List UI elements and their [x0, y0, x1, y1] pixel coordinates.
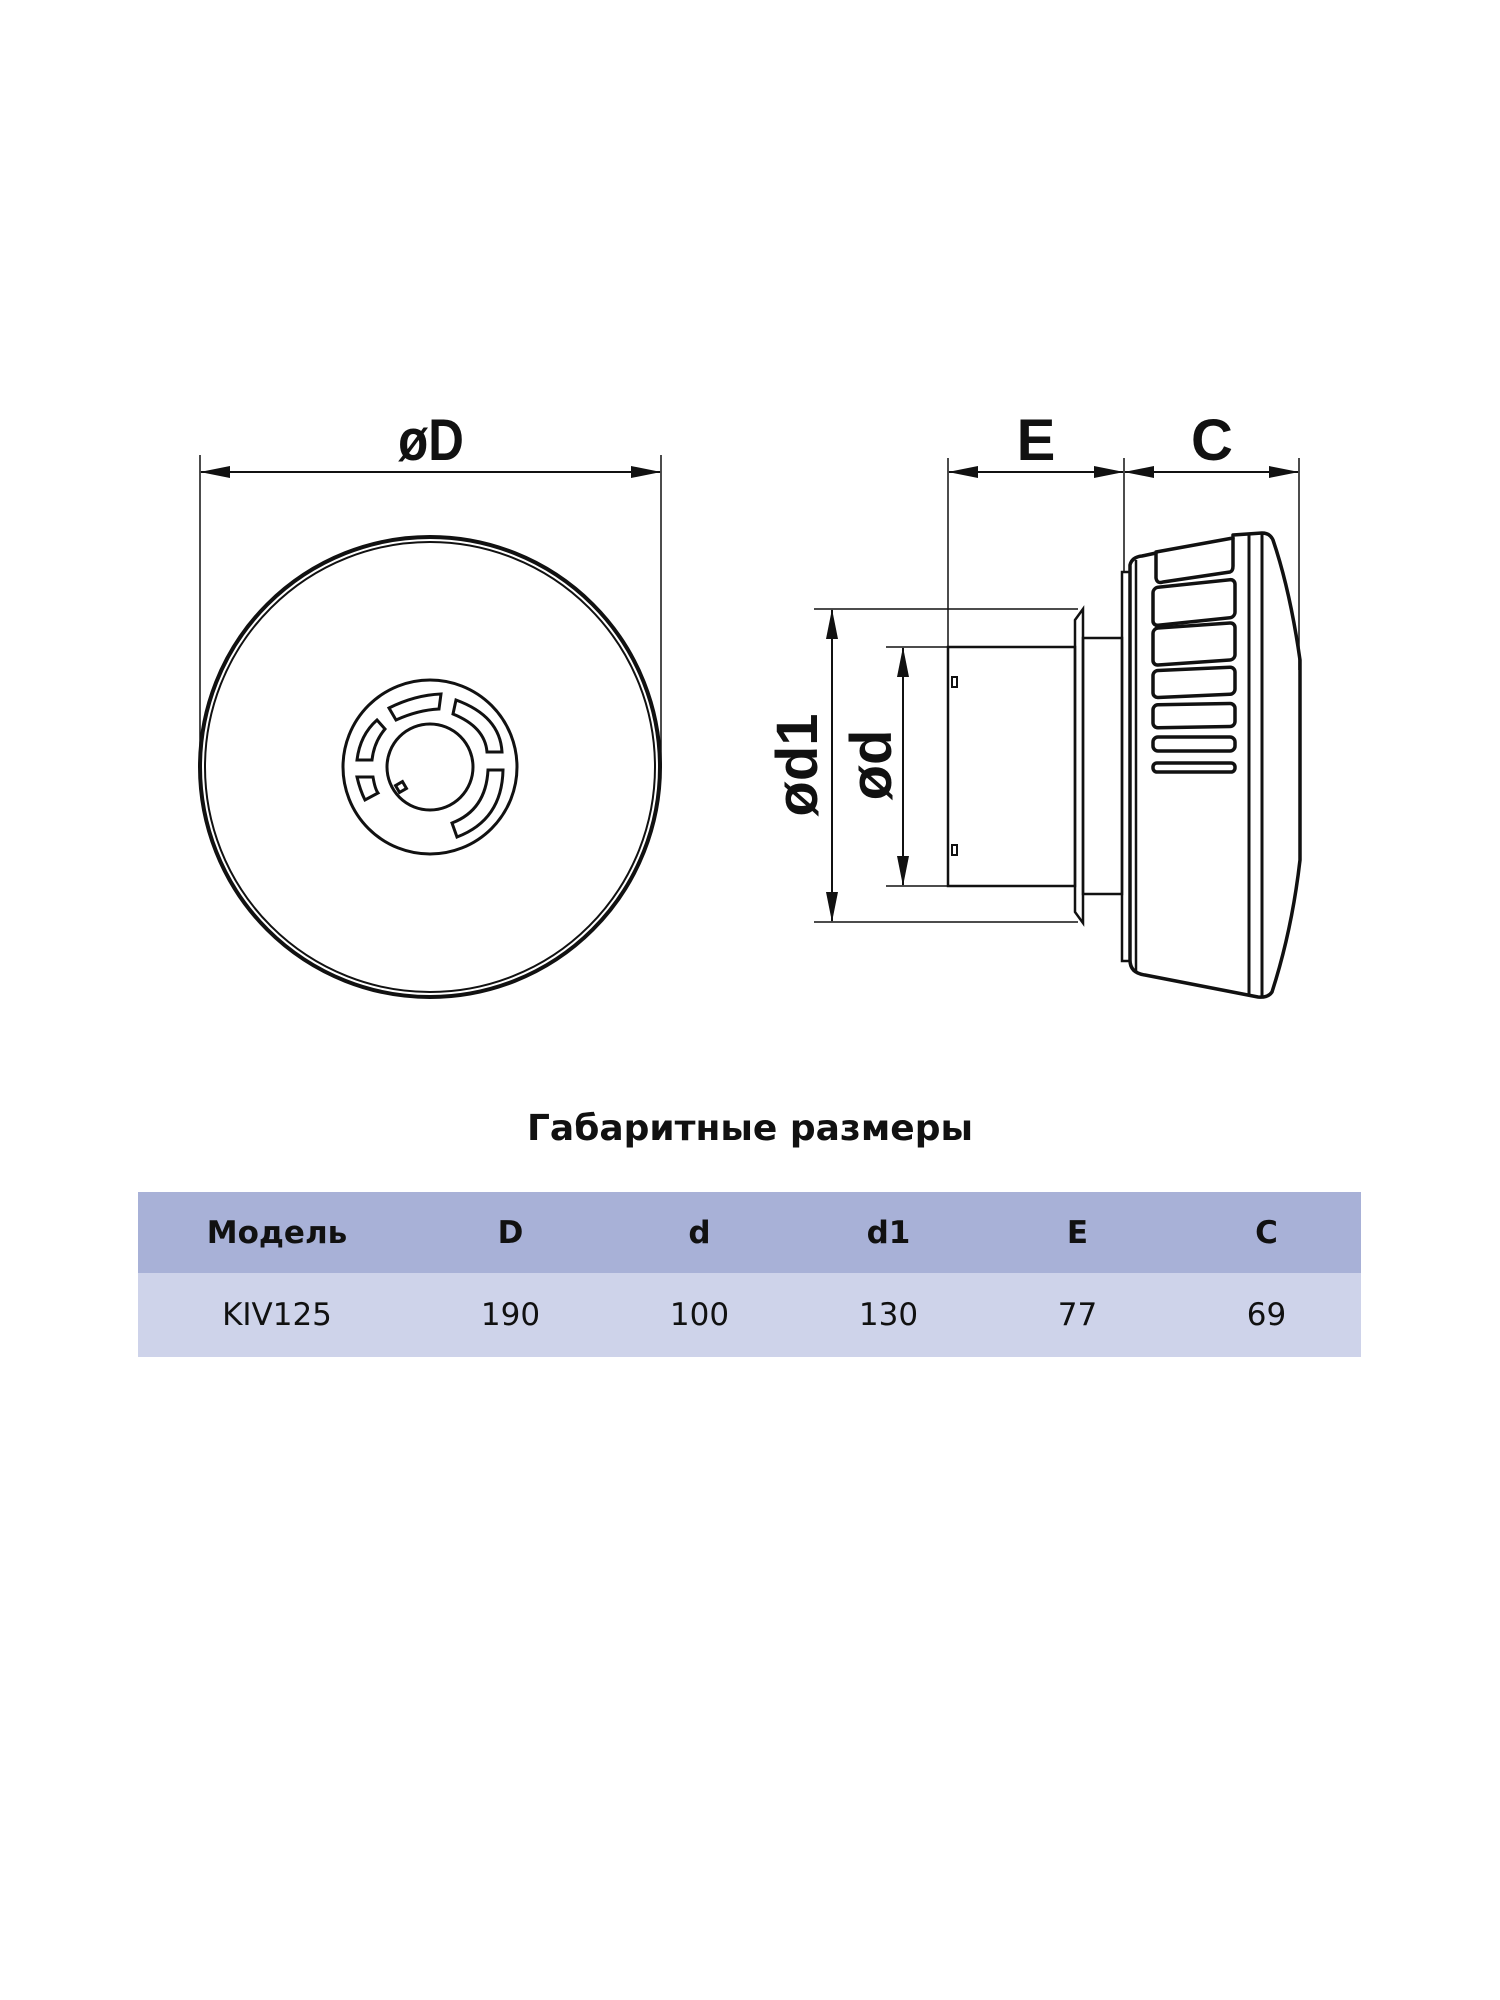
dimension-label-d: ød: [839, 730, 904, 801]
dimension-label-D: øD: [398, 408, 464, 473]
side-view: E C ød1 ød: [765, 408, 1302, 999]
front-view: øD: [198, 408, 662, 999]
header-model: Модель: [138, 1192, 416, 1273]
dimension-label-C: C: [1191, 408, 1233, 473]
neck: [1081, 636, 1124, 896]
duct-hole-top: [951, 676, 958, 688]
dimensions-table: Модель D d d1 E C KIV125 190 100 130 77 …: [138, 1192, 1361, 1357]
cell-d1: 130: [794, 1273, 983, 1357]
cell-D: 190: [416, 1273, 605, 1357]
cell-C: 69: [1172, 1273, 1361, 1357]
cell-E: 77: [983, 1273, 1172, 1357]
housing: [1128, 531, 1302, 999]
header-D: D: [416, 1192, 605, 1273]
outer-rim-inner: [204, 541, 656, 993]
table-row: KIV125 190 100 130 77 69: [138, 1273, 1361, 1357]
cell-d: 100: [605, 1273, 794, 1357]
table-header-row: Модель D d d1 E C: [138, 1192, 1361, 1273]
dimension-label-E: E: [1017, 408, 1056, 473]
duct-body: [946, 645, 1077, 888]
header-d1: d1: [794, 1192, 983, 1273]
hub-inner: [385, 722, 475, 812]
hub-outer: [341, 678, 519, 856]
dimension-label-d1: ød1: [765, 713, 830, 816]
technical-drawing: øD E C ød1 ød: [198, 408, 1302, 999]
section-title: Габаритные размеры: [526, 1108, 974, 1149]
header-E: E: [983, 1192, 1172, 1273]
duct-hole-bottom: [951, 844, 958, 856]
header-C: C: [1172, 1192, 1361, 1273]
cell-model: KIV125: [138, 1273, 416, 1357]
flange: [1073, 605, 1085, 927]
outer-rim: [198, 535, 662, 999]
hub-slots: [355, 692, 505, 839]
header-d: d: [605, 1192, 794, 1273]
vent-slots: [1151, 538, 1237, 774]
